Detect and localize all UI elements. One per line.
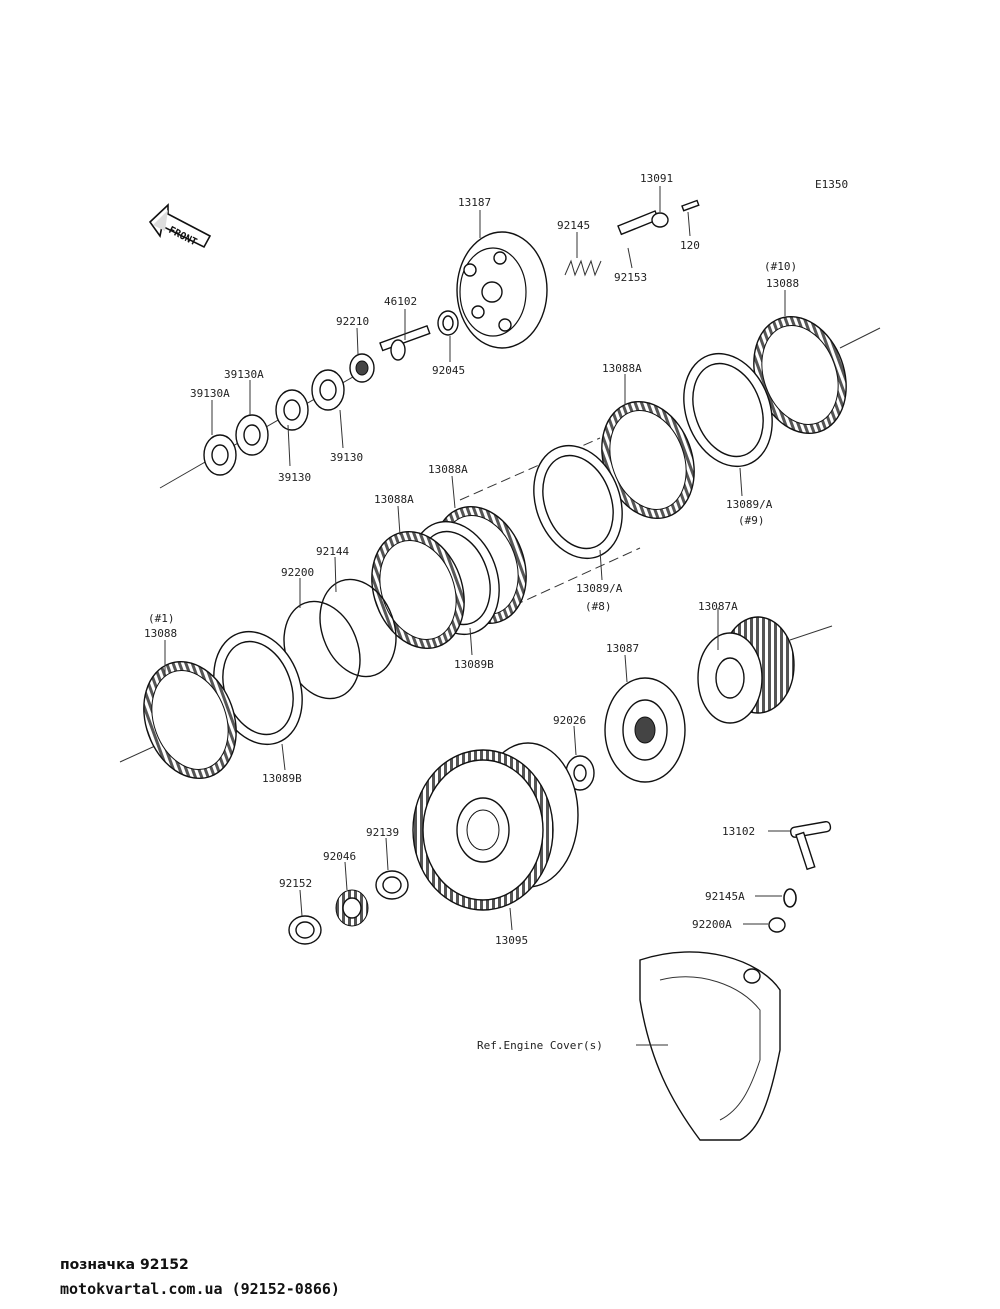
label-92200: 92200: [281, 566, 314, 579]
label-46102: 46102: [384, 295, 417, 308]
label-39130-2: 39130: [278, 471, 311, 484]
diagram-code: E1350: [815, 178, 848, 191]
engine-cover: [639, 951, 781, 1141]
label-13089B-left: 13089B: [262, 772, 302, 785]
ring-92144: [319, 578, 397, 678]
label-13088A-top: 13088A: [602, 362, 642, 375]
leader-lines: [164, 186, 790, 1046]
steel-plate-13089-8: [533, 444, 623, 560]
friction-plate-13088A-top: [601, 400, 695, 520]
label-13089B-mid: 13089B: [454, 658, 494, 671]
label-92145A: 92145A: [705, 890, 745, 903]
label-13102: 13102: [722, 825, 755, 838]
label-92210: 92210: [336, 315, 369, 328]
label-13088A-left: 13088A: [374, 493, 414, 506]
spring-92145: [564, 259, 602, 277]
label-13087A: 13087A: [698, 600, 738, 613]
footer-source-link[interactable]: motokvartal.com.ua (92152-0866): [60, 1280, 340, 1298]
label-39130A-2: 39130A: [190, 387, 230, 400]
label-hash-8: (#8): [585, 600, 612, 613]
collar-92139: [375, 870, 409, 900]
label-hash-10: (#10): [764, 260, 797, 273]
label-13088A-mid: 13088A: [428, 463, 468, 476]
label-92046: 92046: [323, 850, 356, 863]
spring-92145A: [783, 888, 797, 908]
front-arrow-icon: [148, 203, 212, 249]
label-92145: 92145: [557, 219, 590, 232]
bolt-120: [681, 199, 700, 212]
friction-plate-13088A-left: [371, 530, 465, 650]
plate-13087: [604, 677, 686, 783]
label-13089A-9: 13089/A: [726, 498, 773, 511]
lever-13102: [789, 820, 832, 871]
bearing-92152: [288, 915, 322, 945]
washer-92200A: [768, 917, 786, 933]
label-13088-left: 13088: [144, 627, 177, 640]
label-13088-top: 13088: [766, 277, 799, 290]
label-120: 120: [680, 239, 700, 252]
label-13187: 13187: [458, 196, 491, 209]
label-ref-engine-cover: Ref.Engine Cover(s): [477, 1039, 603, 1052]
footer-part-label: позначка 92152: [60, 1257, 189, 1273]
label-92139: 92139: [366, 826, 399, 839]
pressure-plate-13187: [456, 231, 548, 349]
label-92200A: 92200A: [692, 918, 732, 931]
needle-bearing-92046: [335, 889, 369, 927]
bearing-92045: [437, 310, 459, 336]
clutch-hub-13087A: [697, 616, 795, 724]
nut-92210: [349, 353, 375, 383]
label-13089A-8: 13089/A: [576, 582, 623, 595]
steel-plate-13089B-left: [213, 630, 303, 746]
label-hash-9: (#9): [738, 514, 765, 527]
friction-plate-13088-top: [753, 315, 847, 435]
label-13091: 13091: [640, 172, 673, 185]
label-13087: 13087: [606, 642, 639, 655]
nut-13091: [651, 212, 669, 228]
clutch-housing-13095: [412, 742, 579, 911]
spring-plates-39130: [203, 369, 345, 476]
label-92153: 92153: [614, 271, 647, 284]
friction-plate-13088-left: [143, 660, 237, 780]
steel-plate-13089-9: [683, 352, 773, 468]
label-13095: 13095: [495, 934, 528, 947]
label-hash-1: (#1): [148, 612, 175, 625]
label-39130A-1: 39130A: [224, 368, 264, 381]
label-92026: 92026: [553, 714, 586, 727]
label-39130-1: 39130: [330, 451, 363, 464]
label-92144: 92144: [316, 545, 349, 558]
label-92152: 92152: [279, 877, 312, 890]
label-92045: 92045: [432, 364, 465, 377]
